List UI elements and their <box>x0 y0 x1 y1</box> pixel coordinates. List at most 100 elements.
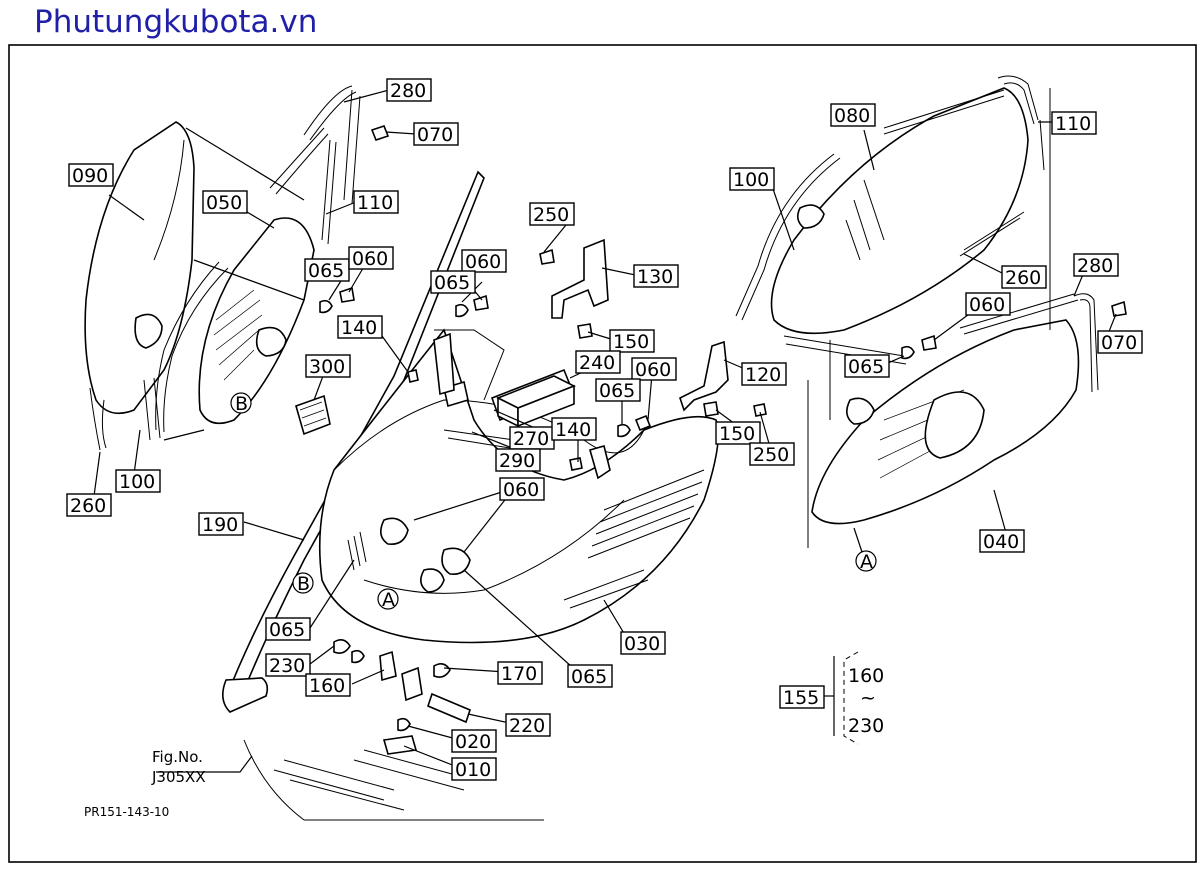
callout-060[interactable]: 060 <box>965 292 1011 316</box>
svg-text:140: 140 <box>555 419 591 441</box>
callout-065[interactable]: 065 <box>844 354 890 378</box>
marker-b-left: B <box>230 392 252 415</box>
svg-text:110: 110 <box>1055 113 1091 135</box>
callout-020[interactable]: 020 <box>451 729 497 753</box>
figure-info: Fig.No. J305XX PR151-143-10 <box>84 748 206 819</box>
callout-070[interactable]: 070 <box>1097 330 1143 354</box>
callout-220[interactable]: 220 <box>505 713 551 737</box>
callout-labels: 090 050 280 070 110 065 060 260 100 140 … <box>66 78 1143 781</box>
range-bracket <box>843 651 859 745</box>
callout-030[interactable]: 030 <box>620 631 666 655</box>
svg-text:060: 060 <box>969 294 1005 316</box>
callout-190[interactable]: 190 <box>198 512 244 536</box>
callout-065[interactable]: 065 <box>265 617 311 641</box>
callout-065[interactable]: 065 <box>304 258 350 282</box>
callout-065[interactable]: 065 <box>567 664 613 688</box>
fig-label: Fig.No. <box>152 748 203 766</box>
front-rail <box>222 170 485 713</box>
svg-text:060: 060 <box>635 359 671 381</box>
marker-b-text: B <box>297 573 310 595</box>
svg-text:050: 050 <box>206 192 242 214</box>
callout-160[interactable]: 160 <box>305 673 351 697</box>
svg-text:065: 065 <box>434 272 470 294</box>
callout-060[interactable]: 060 <box>499 477 545 501</box>
svg-text:065: 065 <box>269 619 305 641</box>
callout-060[interactable]: 060 <box>461 249 507 273</box>
callout-280[interactable]: 280 <box>1073 253 1119 277</box>
callout-250[interactable]: 250 <box>529 202 575 226</box>
svg-text:270: 270 <box>513 428 549 450</box>
svg-text:070: 070 <box>1101 332 1137 354</box>
callout-110[interactable]: 110 <box>353 190 399 214</box>
fig-number: J305XX <box>151 768 206 786</box>
callout-010[interactable]: 010 <box>451 757 497 781</box>
svg-text:080: 080 <box>834 105 870 127</box>
svg-text:100: 100 <box>119 471 155 493</box>
diagram-border <box>8 44 1197 863</box>
marker-a-text: A <box>382 589 395 611</box>
svg-text:140: 140 <box>341 317 377 339</box>
callout-260[interactable]: 260 <box>1001 265 1047 289</box>
svg-text:290: 290 <box>499 450 535 472</box>
range-from: 160 <box>848 665 884 687</box>
svg-text:240: 240 <box>579 352 615 374</box>
callout-155[interactable]: 155 <box>779 685 825 709</box>
callout-080[interactable]: 080 <box>830 103 876 127</box>
callout-120[interactable]: 120 <box>741 362 787 386</box>
svg-text:100: 100 <box>733 169 769 191</box>
marker-b-text: B <box>235 393 248 415</box>
svg-text:090: 090 <box>72 165 108 187</box>
callout-150[interactable]: 150 <box>715 421 761 445</box>
callout-065[interactable]: 065 <box>430 270 476 294</box>
svg-text:065: 065 <box>308 260 344 282</box>
callout-260[interactable]: 260 <box>66 493 112 517</box>
callout-170[interactable]: 170 <box>497 661 543 685</box>
callout-280[interactable]: 280 <box>386 78 432 102</box>
svg-text:280: 280 <box>390 80 426 102</box>
svg-text:300: 300 <box>309 356 345 378</box>
callout-300[interactable]: 300 <box>305 354 351 378</box>
callout-090[interactable]: 090 <box>68 163 114 187</box>
svg-text:160: 160 <box>309 675 345 697</box>
callout-250[interactable]: 250 <box>749 442 795 466</box>
callout-110[interactable]: 110 <box>1051 111 1097 135</box>
svg-text:065: 065 <box>599 380 635 402</box>
svg-text:060: 060 <box>465 251 501 273</box>
svg-text:280: 280 <box>1077 255 1113 277</box>
callout-230[interactable]: 230 <box>265 653 311 677</box>
callout-065[interactable]: 065 <box>595 378 641 402</box>
site-title: Phutungkubota.vn <box>34 4 318 40</box>
callout-060[interactable]: 060 <box>348 246 394 270</box>
callout-290[interactable]: 290 <box>495 448 541 472</box>
svg-text:260: 260 <box>70 495 106 517</box>
svg-text:150: 150 <box>613 331 649 353</box>
callout-070[interactable]: 070 <box>413 122 459 146</box>
callout-100[interactable]: 100 <box>729 167 775 191</box>
svg-text:260: 260 <box>1005 267 1041 289</box>
brackets-center <box>319 238 767 480</box>
callout-040[interactable]: 040 <box>979 529 1025 553</box>
lower-brackets <box>243 638 544 821</box>
callout-150[interactable]: 150 <box>609 329 655 353</box>
svg-text:060: 060 <box>352 248 388 270</box>
marker-a-text: A <box>860 551 873 573</box>
svg-text:170: 170 <box>501 663 537 685</box>
svg-text:190: 190 <box>202 514 238 536</box>
marker-a-right: A <box>855 550 877 573</box>
svg-text:120: 120 <box>745 364 781 386</box>
svg-text:060: 060 <box>503 479 539 501</box>
callout-270[interactable]: 270 <box>509 426 555 450</box>
svg-text:020: 020 <box>455 731 491 753</box>
range-tilde: ~ <box>860 687 876 709</box>
parts-diagram: B B A A 090 050 280 070 110 065 060 260 … <box>8 44 1197 863</box>
callout-240[interactable]: 240 <box>575 350 621 374</box>
marker-a-center: A <box>377 588 399 611</box>
svg-text:010: 010 <box>455 759 491 781</box>
callout-140[interactable]: 140 <box>551 417 597 441</box>
callout-140[interactable]: 140 <box>337 315 383 339</box>
side-cover-left <box>84 121 315 451</box>
callout-130[interactable]: 130 <box>633 264 679 288</box>
callout-100[interactable]: 100 <box>115 469 161 493</box>
callout-060[interactable]: 060 <box>631 357 677 381</box>
callout-050[interactable]: 050 <box>202 190 248 214</box>
